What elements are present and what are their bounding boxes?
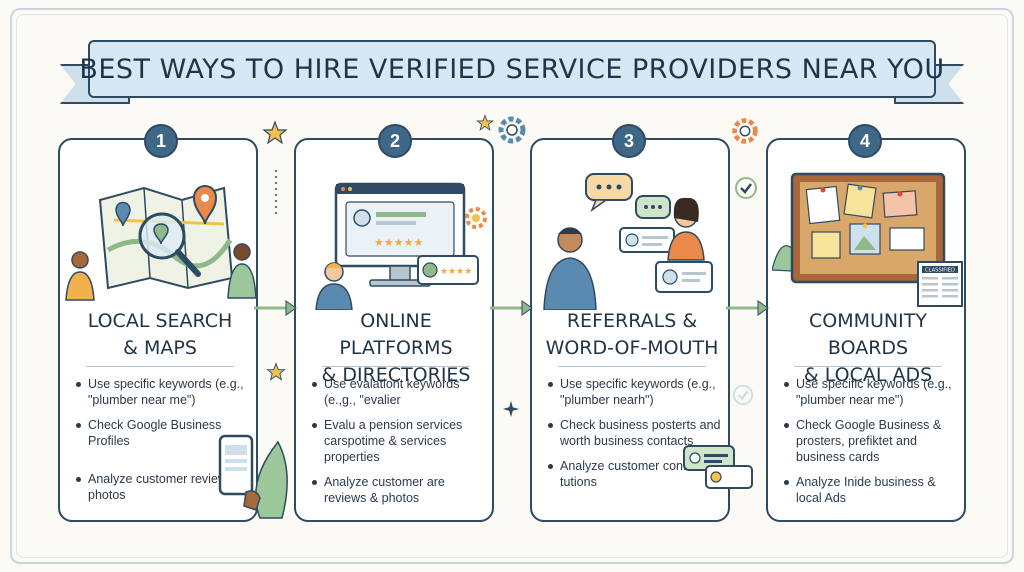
bullet-list: Use évalationt keywords (e.,g., "evalier… <box>310 376 490 515</box>
sparkle-icon <box>502 400 520 418</box>
star-icon <box>476 114 494 131</box>
people-icon <box>543 173 713 310</box>
outer-frame <box>10 8 1014 564</box>
bullet-item: Analyze customer are reviews & photos <box>310 474 490 506</box>
svg-text:★★★★: ★★★★ <box>440 267 472 277</box>
step-title: LOCAL SEARCH & MAPS <box>66 308 254 362</box>
step-title-line-2: & MAPS <box>123 337 197 359</box>
step-title-line-1: REFERRALS & <box>566 310 698 332</box>
bullet-item: Use évalationt keywords (e.,g., "evalier <box>310 376 490 408</box>
arrow-right-icon <box>254 300 297 316</box>
divider <box>322 366 470 367</box>
step-card-local-search: LOCAL SEARCH & MAPS Use specific keyword… <box>58 138 258 522</box>
step-title-line-2: & LOCAL ADS <box>803 364 933 386</box>
cork-board-icon: CLASSIFIED <box>772 172 963 307</box>
arrow-right-icon <box>726 300 769 316</box>
divider <box>86 366 234 367</box>
gear-icon <box>732 118 758 144</box>
bullet-item: Check business posterts and worth busine… <box>546 417 726 449</box>
banner-body: BEST WAYS TO HIRE VERIFIED SERVICE PROVI… <box>79 40 944 98</box>
star-icon <box>262 120 288 145</box>
newspaper-icon: CLASSIFIED <box>917 261 963 307</box>
bullet-list: Use specific keywords (e.g., "plumber ne… <box>546 376 726 499</box>
bullet-item: Check Google Business Profiles <box>74 417 254 449</box>
step-title-line-1: COMMUNITY BOARDS <box>809 310 927 359</box>
step-badge-4: 4 <box>848 124 882 158</box>
rating-stars-icon <box>417 255 479 285</box>
computer-monitor-icon: ★★★★★ ★★★★ <box>315 182 487 310</box>
bullet-item: Use specific keywords (e.g., "plumber ne… <box>74 376 254 408</box>
step-card-referrals: REFERRALS & WORD-OF-MOUTH Use specific k… <box>530 138 730 522</box>
bullet-item: Analyze Inide business & local Ads <box>782 474 962 506</box>
step-title-line-1: ONLINE PLATFORMS <box>339 310 453 359</box>
bullet-item: Use specific keywords (e.g., "plumber ne… <box>782 376 962 408</box>
newspaper-label: CLASSIFIED <box>925 268 955 274</box>
divider <box>558 366 706 367</box>
bullet-item: Check Google Business & prosters, prefik… <box>782 417 962 465</box>
page-title: BEST WAYS TO HIRE VERIFIED SERVICE PROVI… <box>79 53 945 85</box>
step-title-line-1: LOCAL SEARCH <box>87 310 233 332</box>
arrow-right-icon <box>490 300 533 316</box>
gear-icon <box>465 207 487 229</box>
bullet-item: Analyze customer reviews & photos <box>74 471 254 503</box>
star-icon <box>266 362 286 381</box>
step-badge-1: 1 <box>144 124 178 158</box>
svg-text:★★★★★: ★★★★★ <box>374 236 423 249</box>
step-badge-3: 3 <box>612 124 646 158</box>
step-card-community-boards: CLASSIFIED COMMUNITY BOARDS & LOCAL ADS … <box>766 138 966 522</box>
bullet-item: Evalu a pension services carspotime & se… <box>310 417 490 465</box>
step-title: REFERRALS & WORD-OF-MOUTH <box>538 308 726 362</box>
step-title-line-2: & DIRECTORIES <box>321 364 471 386</box>
smartphone-icon <box>218 434 288 519</box>
title-banner: BEST WAYS TO HIRE VERIFIED SERVICE PROVI… <box>60 30 964 114</box>
divider <box>794 366 942 367</box>
contact-card-icon <box>683 445 753 489</box>
bullet-item: Analyze customer contact tutions <box>546 458 726 490</box>
step-card-online-platforms: ★★★★★ ★★★★ ONLINE PLATFORMS & DIRECTORIE… <box>294 138 494 522</box>
profile-card-icon <box>353 209 371 227</box>
step-title-line-2: WORD-OF-MOUTH <box>545 337 719 359</box>
bullet-item: Use specific keywords (e.g., "plumber ne… <box>546 376 726 408</box>
step-badge-2: 2 <box>378 124 412 158</box>
step-title: COMMUNITY BOARDS & LOCAL ADS <box>774 308 962 389</box>
checkmark-icon <box>735 177 757 199</box>
gear-icon <box>498 116 526 144</box>
dotted-line <box>275 170 277 214</box>
inner-frame <box>16 14 1008 558</box>
map-icon <box>65 185 256 301</box>
checkmark-icon <box>732 384 754 406</box>
step-title: ONLINE PLATFORMS & DIRECTORIES <box>302 308 490 389</box>
bullet-list: Use specific keywords (e.g., "plumber ne… <box>782 376 962 515</box>
bullet-list: Use specific keywords (e.g., "plumber ne… <box>74 376 254 512</box>
